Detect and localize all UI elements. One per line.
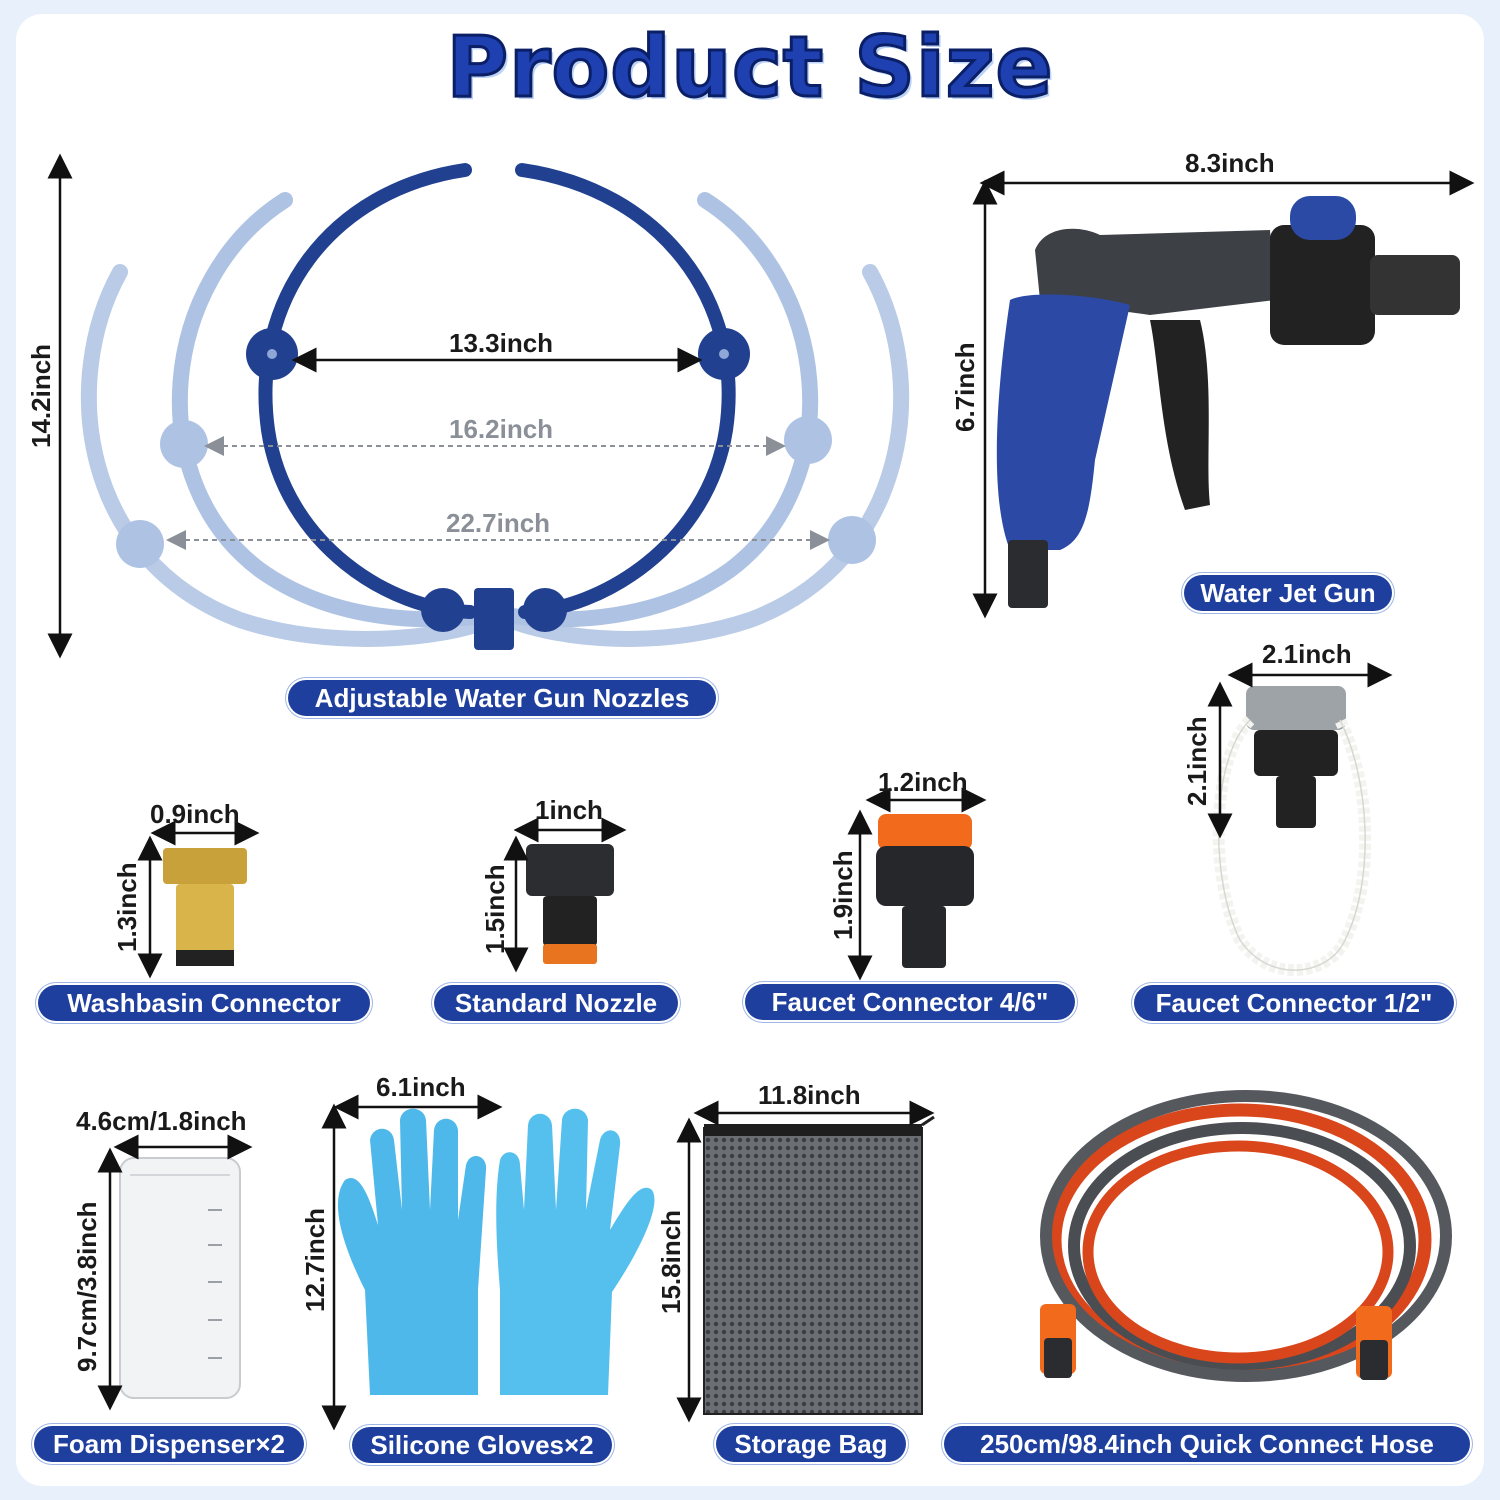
gloves-illustration [321, 1094, 655, 1431]
foam-width-label: 4.6cm/1.8inch [76, 1106, 247, 1136]
standard-nozzle-height-label: 1.5inch [480, 864, 510, 954]
faucet-46-label: Faucet Connector 4/6" [745, 984, 1075, 1020]
jet-gun-illustration [972, 170, 1475, 619]
standard-nozzle-illustration [503, 817, 627, 973]
faucet-half-width-label: 2.1inch [1262, 639, 1352, 669]
faucet-half-label: Faucet Connector 1/2" [1134, 985, 1454, 1021]
jet-gun-height-label: 6.7inch [950, 342, 980, 432]
page-title: Product Size [445, 17, 1054, 118]
faucet-half-illustration [1207, 662, 1393, 977]
washbasin-width-label: 0.9inch [150, 799, 240, 829]
washbasin-illustration [137, 820, 260, 979]
faucet-46-height-label: 1.9inch [828, 850, 858, 940]
nozzles-width-small-label: 13.3inch [449, 328, 554, 358]
bag-width-label: 11.8inch [758, 1080, 861, 1110]
faucet-46-illustration [847, 787, 987, 981]
gloves-height-label: 12.7inch [300, 1207, 330, 1312]
gloves-width-label: 6.1inch [376, 1072, 466, 1102]
hose-illustration [1040, 1090, 1452, 1382]
nozzles-width-mid-label: 16.2inch [449, 414, 554, 444]
faucet-46-width-label: 1.2inch [878, 767, 968, 797]
foam-dispenser-illustration [97, 1134, 253, 1411]
nozzles-height-label: 14.2inch [26, 343, 56, 448]
washbasin-label: Washbasin Connector [38, 985, 370, 1021]
hose-label: 250cm/98.4inch Quick Connect Hose [944, 1426, 1470, 1462]
storage-bag-illustration [676, 1100, 935, 1423]
foam-height-label: 9.7cm/3.8inch [72, 1201, 102, 1372]
nozzles-illustration [47, 153, 910, 659]
bag-label: Storage Bag [716, 1426, 906, 1462]
bag-height-label: 15.8inch [656, 1209, 686, 1314]
washbasin-height-label: 1.3inch [112, 862, 142, 952]
foam-label: Foam Dispenser×2 [34, 1426, 304, 1462]
jet-gun-label: Water Jet Gun [1184, 575, 1392, 611]
nozzles-width-large-label: 22.7inch [446, 508, 551, 538]
standard-nozzle-label: Standard Nozzle [434, 985, 678, 1021]
faucet-half-height-label: 2.1inch [1182, 716, 1212, 806]
jet-gun-width-label: 8.3inch [1185, 148, 1275, 178]
nozzles-label: Adjustable Water Gun Nozzles [288, 680, 716, 716]
gloves-label: Silicone Gloves×2 [352, 1427, 612, 1463]
standard-nozzle-width-label: 1inch [535, 795, 603, 825]
